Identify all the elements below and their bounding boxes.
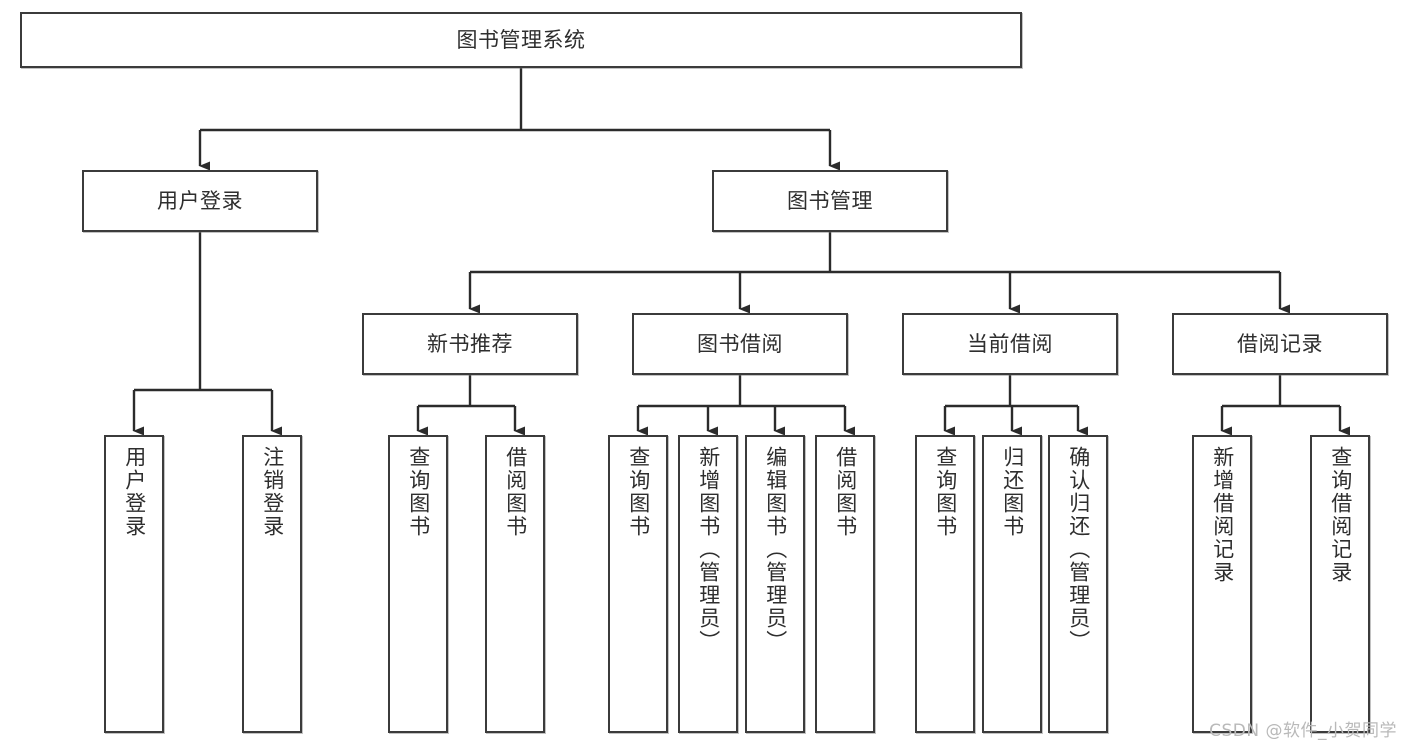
node-label: 查询图书: [933, 446, 958, 538]
leaf-borrow-book-2[interactable]: 借阅图书: [815, 435, 875, 733]
node-label: 新增图书（管理员）: [696, 446, 721, 653]
node-label: 新增借阅记录: [1210, 446, 1235, 584]
csdn-watermark: CSDN @软件_小贺同学: [1209, 721, 1397, 741]
node-label: 用户登录: [157, 188, 243, 213]
leaf-query-book-3[interactable]: 查询图书: [915, 435, 975, 733]
leaf-query-book-1[interactable]: 查询图书: [388, 435, 448, 733]
node-label: 图书管理: [787, 188, 873, 213]
node-label: 用户登录: [122, 446, 147, 538]
node-label: 编辑图书（管理员）: [763, 446, 788, 653]
node-label: 归还图书: [1000, 446, 1025, 538]
node-label: 新书推荐: [427, 331, 513, 356]
leaf-logout[interactable]: 注销登录: [242, 435, 302, 733]
node-label: 借阅图书: [503, 446, 528, 538]
node-book-manage[interactable]: 图书管理: [712, 170, 948, 232]
node-user-login[interactable]: 用户登录: [82, 170, 318, 232]
leaf-borrow-book-1[interactable]: 借阅图书: [485, 435, 545, 733]
node-label: 查询图书: [406, 446, 431, 538]
node-label: 借阅记录: [1237, 331, 1323, 356]
leaf-confirm-return[interactable]: 确认归还（管理员）: [1048, 435, 1108, 733]
leaf-user-login[interactable]: 用户登录: [104, 435, 164, 733]
leaf-add-book[interactable]: 新增图书（管理员）: [678, 435, 738, 733]
node-new-book-recommend[interactable]: 新书推荐: [362, 313, 578, 375]
node-book-borrow[interactable]: 图书借阅: [632, 313, 848, 375]
leaf-return-book[interactable]: 归还图书: [982, 435, 1042, 733]
node-label: 借阅图书: [833, 446, 858, 538]
leaf-edit-book[interactable]: 编辑图书（管理员）: [745, 435, 805, 733]
node-label: 当前借阅: [967, 331, 1053, 356]
node-label: 查询图书: [626, 446, 651, 538]
leaf-query-book-2[interactable]: 查询图书: [608, 435, 668, 733]
node-label: 查询借阅记录: [1328, 446, 1353, 584]
node-label: 图书管理系统: [456, 27, 586, 52]
node-label: 确认归还（管理员）: [1066, 446, 1091, 653]
node-borrow-record[interactable]: 借阅记录: [1172, 313, 1388, 375]
node-root-system[interactable]: 图书管理系统: [20, 12, 1022, 68]
node-current-borrow[interactable]: 当前借阅: [902, 313, 1118, 375]
leaf-add-record[interactable]: 新增借阅记录: [1192, 435, 1252, 733]
node-label: 注销登录: [260, 446, 285, 538]
node-label: 图书借阅: [697, 331, 783, 356]
leaf-query-record[interactable]: 查询借阅记录: [1310, 435, 1370, 733]
